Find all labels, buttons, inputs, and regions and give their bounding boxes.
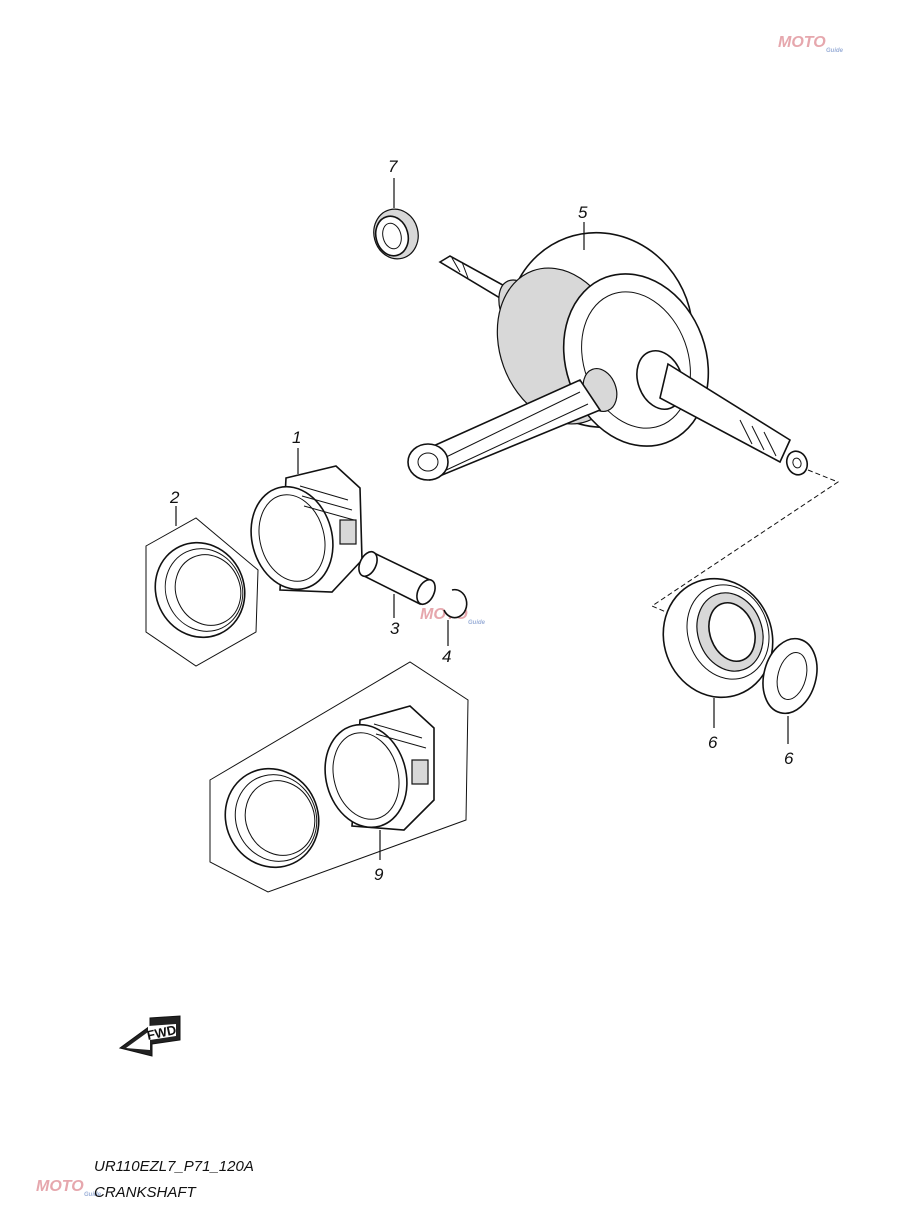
watermark-sub: Guide — [826, 48, 844, 54]
part-6-seal — [762, 637, 818, 715]
forward-label: FWD — [146, 1022, 178, 1043]
drawing-code: UR110EZL7_P71_120A — [94, 1158, 254, 1175]
part-9-box — [209, 661, 469, 893]
callout-5: 5 — [578, 203, 588, 222]
part-2-piston-rings — [154, 541, 246, 639]
callout-7: 7 — [388, 157, 398, 176]
callout-4: 4 — [442, 647, 451, 666]
part-4-circlip — [443, 588, 468, 619]
part-1-piston — [250, 465, 363, 593]
callout-3: 3 — [390, 619, 400, 638]
part-2-box — [145, 517, 259, 667]
watermark-brand: MOTO — [778, 34, 826, 51]
part-7-bearing — [373, 208, 419, 260]
callout-6b: 6 — [784, 749, 794, 768]
callout-6a: 6 — [708, 733, 718, 752]
watermark-sub: Guide — [468, 620, 486, 626]
watermark-bottom-left: MOTO Guide — [36, 1178, 101, 1198]
callout-1: 1 — [292, 428, 301, 447]
watermark-top-right: MOTO Guide — [778, 34, 843, 54]
forward-arrow-icon: FWD — [118, 1015, 181, 1057]
callout-9: 9 — [374, 865, 384, 884]
part-3-piston-pin — [358, 550, 436, 606]
diagram-title: CRANKSHAFT — [94, 1184, 196, 1201]
watermark-brand: MOTO — [36, 1178, 84, 1195]
part-9-piston-set — [224, 705, 435, 869]
part-5-crankshaft — [407, 231, 809, 482]
watermark-sub: Guide — [84, 1192, 102, 1198]
callout-2: 2 — [169, 488, 180, 507]
assembly-dashed-line — [650, 469, 840, 613]
part-6-bearing — [662, 577, 774, 699]
